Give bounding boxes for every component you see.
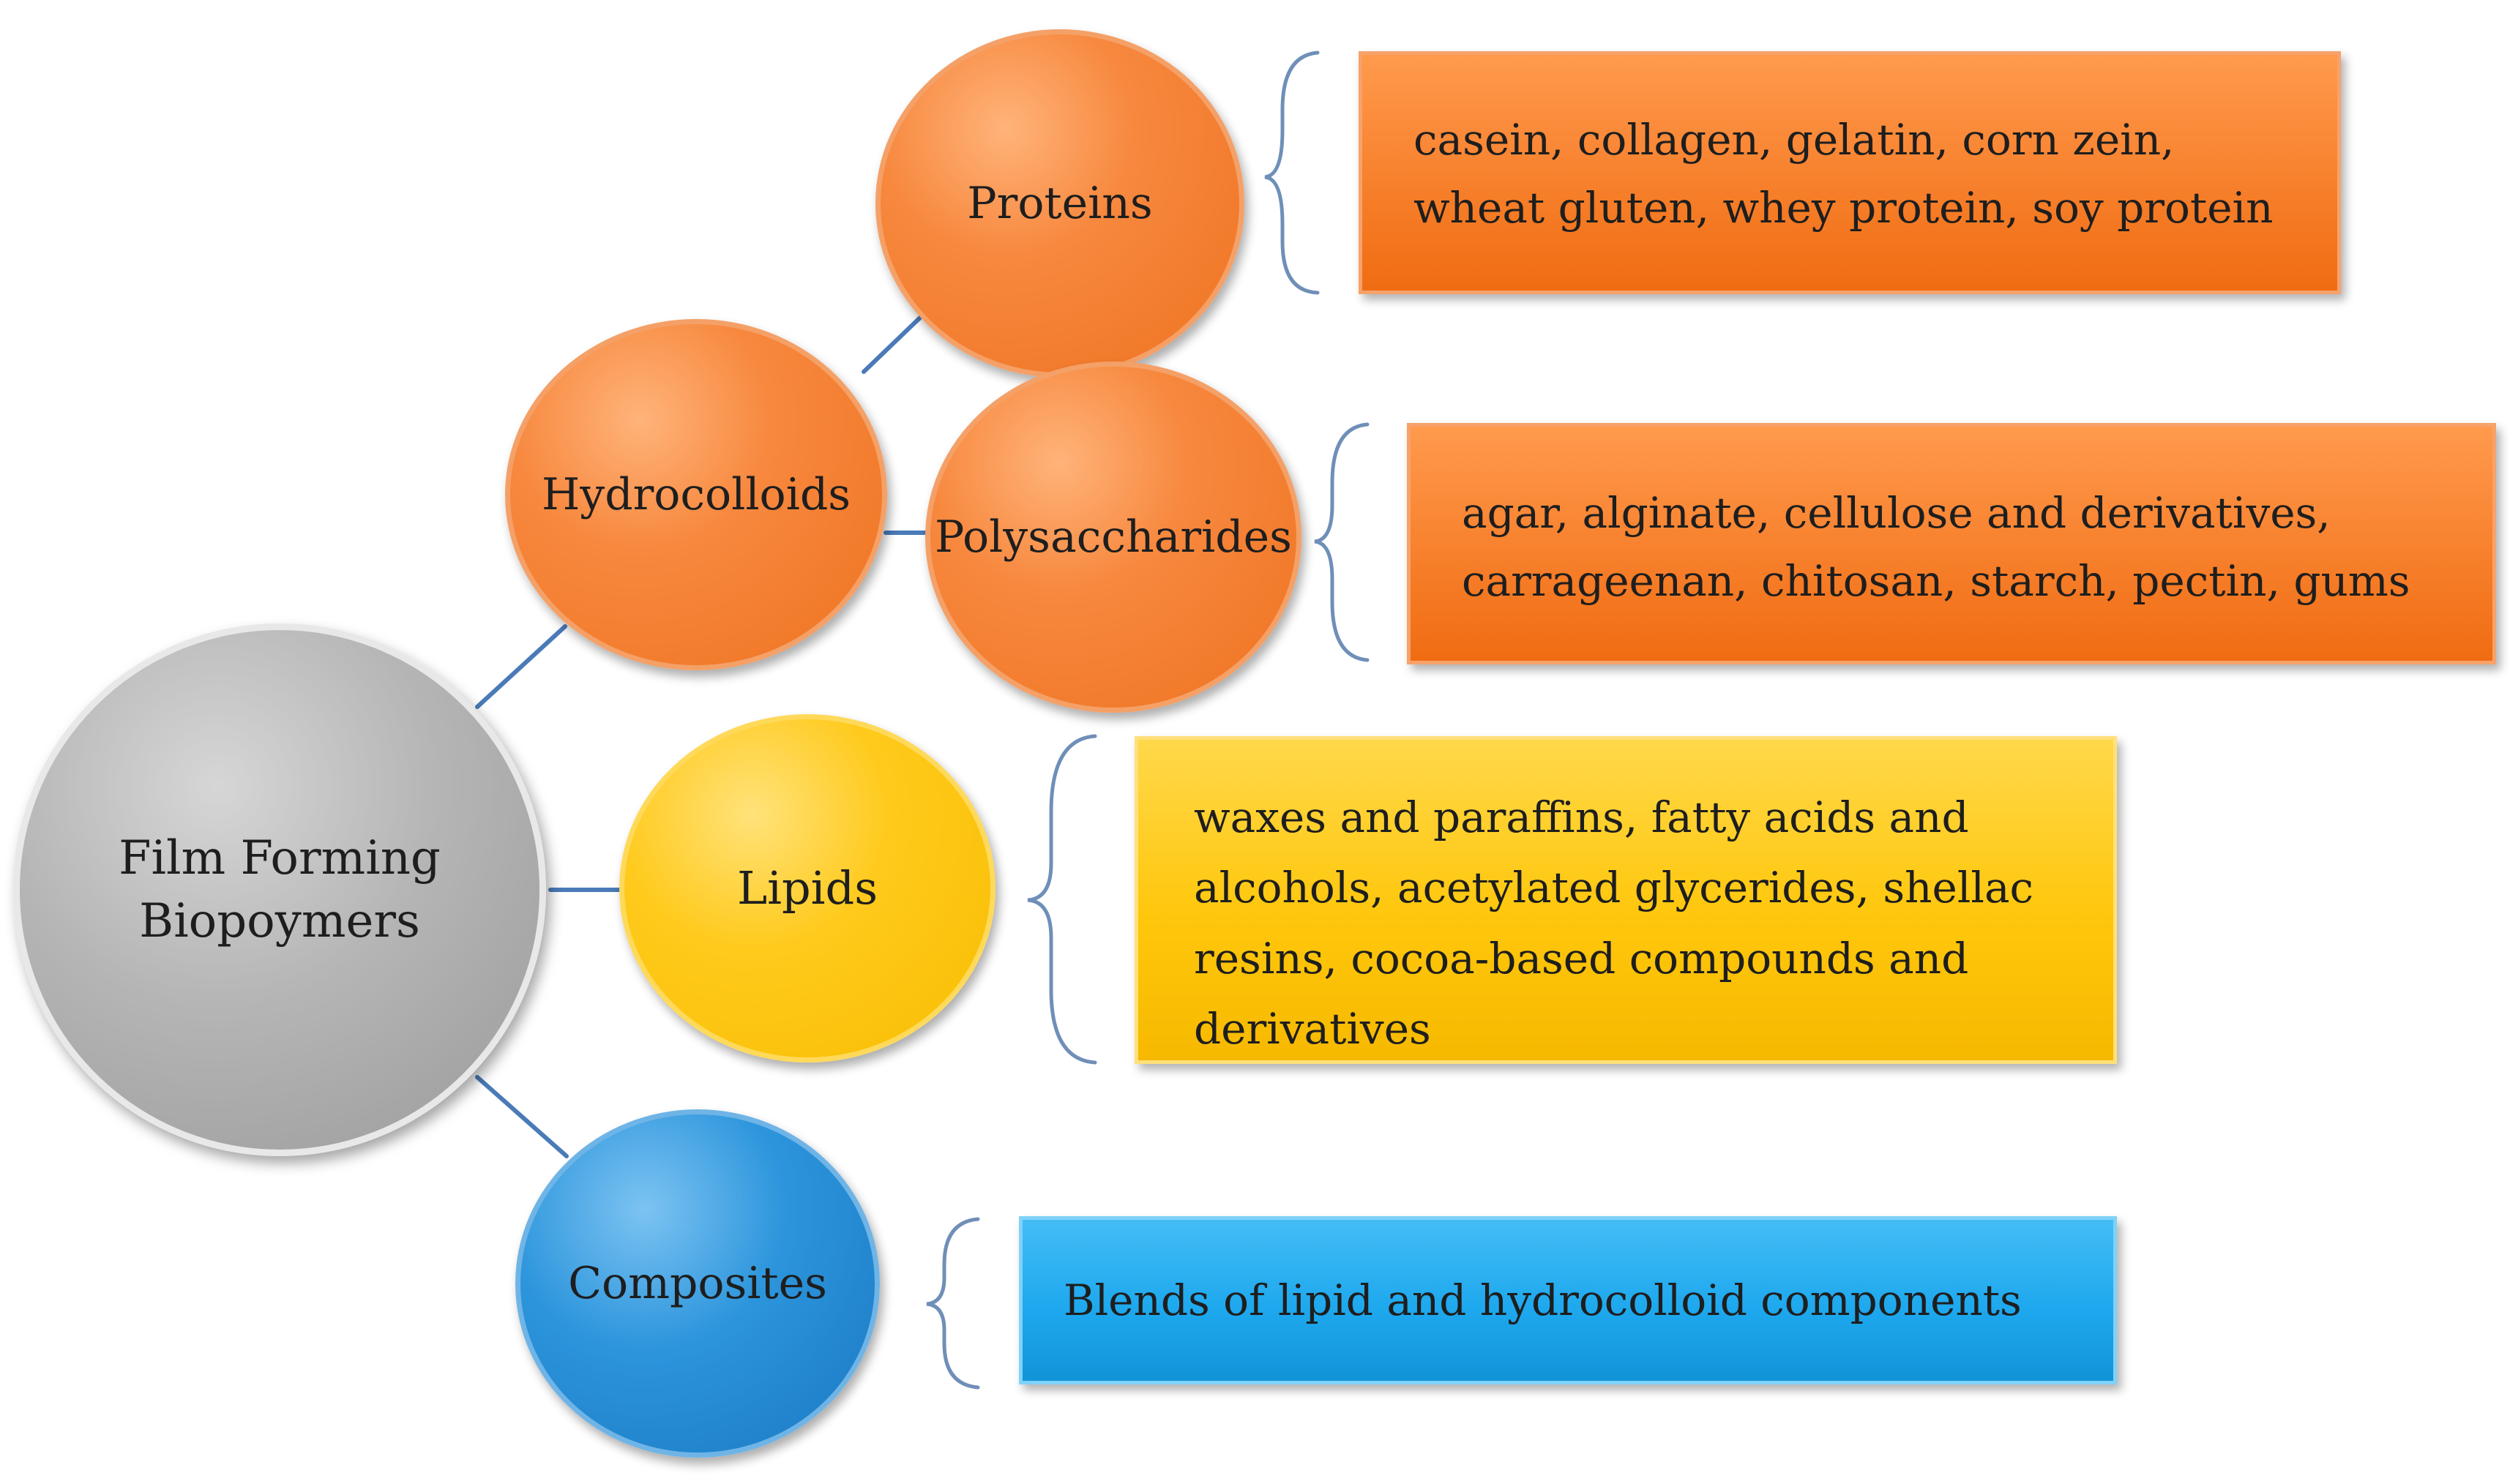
polysaccharides-examples-line-1: agar, alginate, cellulose and derivative… bbox=[1462, 488, 2331, 538]
proteins-examples-line-1: casein, collagen, gelatin, corn zein, bbox=[1413, 115, 2175, 165]
root-label-line-2: Biopoymers bbox=[139, 894, 420, 948]
node-composites: Composites bbox=[515, 1109, 880, 1458]
node-proteins: Proteins bbox=[875, 29, 1244, 378]
node-hydrocolloids-label: Hydrocolloids bbox=[541, 468, 851, 520]
node-composites-label: Composites bbox=[568, 1257, 827, 1309]
node-lipids-label: Lipids bbox=[736, 861, 878, 915]
lipids-examples-line-2: alcohols, acetylated glycerides, shellac bbox=[1194, 863, 2034, 913]
lipids-examples-line-3: resins, cocoa-based compounds and bbox=[1194, 933, 1969, 983]
lipids-examples-line-4: derivatives bbox=[1194, 1003, 1431, 1054]
brace-proteins bbox=[1264, 50, 1320, 295]
proteins-examples-box: casein, collagen, gelatin, corn zein, wh… bbox=[1359, 51, 2341, 294]
node-polysaccharides: Polysaccharides bbox=[925, 361, 1301, 713]
brace-polysaccharides bbox=[1314, 422, 1370, 662]
polysaccharides-examples-box: agar, alginate, cellulose and derivative… bbox=[1407, 423, 2496, 664]
brace-composites bbox=[926, 1217, 980, 1390]
node-proteins-label: Proteins bbox=[967, 177, 1153, 229]
node-hydrocolloids: Hydrocolloids bbox=[505, 319, 887, 670]
root-node-film-forming-biopolymers: Film Forming Biopoymers bbox=[13, 623, 546, 1156]
polysaccharides-examples-line-2: carrageenan, chitosan, starch, pectin, g… bbox=[1462, 555, 2410, 606]
proteins-examples-line-2: wheat gluten, whey protein, soy protein bbox=[1413, 182, 2274, 233]
node-polysaccharides-label: Polysaccharides bbox=[935, 511, 1292, 563]
brace-lipids bbox=[1027, 734, 1097, 1065]
composites-examples-box: Blends of lipid and hydrocolloid compone… bbox=[1019, 1216, 2117, 1384]
node-lipids: Lipids bbox=[619, 714, 996, 1063]
lipids-examples-line-1: waxes and paraffins, fatty acids and bbox=[1194, 792, 1969, 842]
connector-root-composites bbox=[475, 1075, 569, 1158]
root-label-line-1: Film Forming bbox=[119, 831, 441, 885]
connector-root-hydrocolloids bbox=[475, 624, 567, 709]
composites-examples-line-1: Blends of lipid and hydrocolloid compone… bbox=[1064, 1275, 2022, 1325]
lipids-examples-box: waxes and paraffins, fatty acids and alc… bbox=[1135, 736, 2117, 1064]
